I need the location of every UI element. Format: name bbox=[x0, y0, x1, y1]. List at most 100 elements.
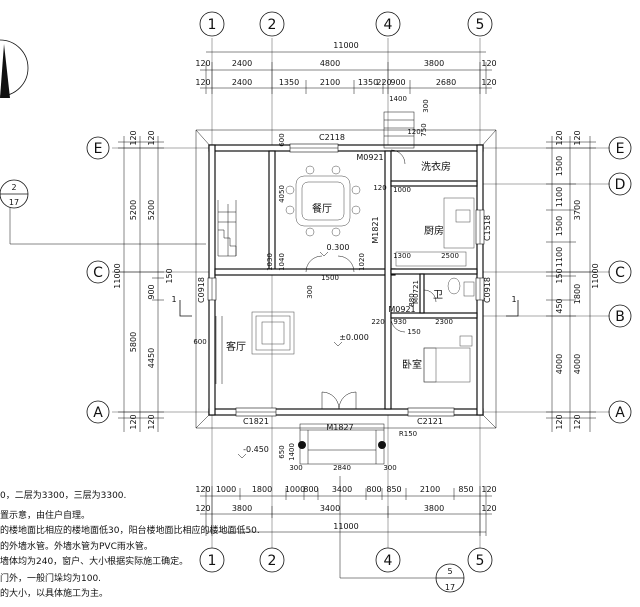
svg-text:1000: 1000 bbox=[285, 485, 305, 494]
svg-text:600: 600 bbox=[278, 133, 286, 146]
svg-text:2840: 2840 bbox=[333, 464, 351, 472]
svg-text:R150: R150 bbox=[399, 430, 417, 438]
room-bedroom: 卧室 bbox=[402, 358, 422, 371]
svg-text:M1821: M1821 bbox=[371, 216, 380, 243]
svg-text:800: 800 bbox=[366, 485, 381, 494]
svg-text:C2121: C2121 bbox=[417, 417, 443, 426]
svg-text:2100: 2100 bbox=[420, 485, 440, 494]
entrance-steps bbox=[298, 423, 386, 546]
dimensions-bottom: 120 1000 1800 1000 800 3400 800 850 2100… bbox=[195, 464, 497, 536]
svg-text:4450: 4450 bbox=[147, 348, 156, 368]
svg-text:C1518: C1518 bbox=[483, 215, 492, 241]
svg-text:5200: 5200 bbox=[129, 200, 138, 220]
doors bbox=[305, 149, 437, 410]
svg-text:1100: 1100 bbox=[555, 247, 564, 267]
svg-text:2300: 2300 bbox=[435, 318, 453, 326]
svg-text:600: 600 bbox=[193, 338, 206, 346]
svg-text:3800: 3800 bbox=[424, 59, 444, 68]
note-7: 的大小，以具体施工为主。 bbox=[0, 587, 108, 599]
svg-text:M1827: M1827 bbox=[326, 423, 353, 432]
svg-text:1500: 1500 bbox=[555, 216, 564, 236]
svg-text:120: 120 bbox=[195, 59, 210, 68]
axis-left-a: A bbox=[93, 405, 103, 421]
callout-a: 2 17 bbox=[0, 179, 206, 245]
svg-text:3800: 3800 bbox=[424, 504, 444, 513]
svg-text:120: 120 bbox=[481, 59, 496, 68]
north-arrow bbox=[0, 39, 29, 98]
note-5: 墙体均为240，窗户、大小根据实际施工确定。 bbox=[0, 555, 188, 567]
svg-text:120: 120 bbox=[195, 485, 210, 494]
exterior-stair bbox=[383, 111, 415, 149]
svg-text:120: 120 bbox=[195, 504, 210, 513]
room-living: 客厅 bbox=[226, 340, 246, 353]
svg-text:3400: 3400 bbox=[332, 485, 352, 494]
svg-text:1500: 1500 bbox=[321, 274, 339, 282]
note-1: 0，二层为3300，三层为3300. bbox=[0, 489, 126, 501]
bedroom-bed bbox=[423, 335, 473, 383]
axis-bottom-5: 5 bbox=[476, 553, 485, 569]
living-sofa bbox=[215, 311, 295, 384]
axis-bubbles-bottom: 1 2 4 5 bbox=[199, 547, 493, 573]
svg-text:300: 300 bbox=[289, 464, 302, 472]
svg-text:1300: 1300 bbox=[393, 252, 411, 260]
svg-text:450: 450 bbox=[555, 298, 564, 313]
svg-text:4800: 4800 bbox=[320, 59, 340, 68]
svg-text:120: 120 bbox=[555, 414, 564, 429]
svg-text:800: 800 bbox=[303, 485, 318, 494]
axis-bubbles-left: E C A bbox=[86, 136, 110, 424]
axis-top-1: 1 bbox=[208, 17, 217, 33]
interior-stair bbox=[217, 200, 237, 257]
svg-text:300: 300 bbox=[306, 285, 314, 298]
level-outside: -0.450 bbox=[243, 445, 269, 454]
svg-text:1100: 1100 bbox=[555, 187, 564, 207]
svg-text:120: 120 bbox=[147, 130, 156, 145]
svg-text:2100: 2100 bbox=[320, 78, 340, 87]
svg-text:120: 120 bbox=[373, 184, 386, 192]
svg-text:1350: 1350 bbox=[279, 78, 299, 87]
interior-dims: 600 1000 120 1300 2500 880 930 2300 220 … bbox=[193, 133, 459, 461]
kitchen-fixtures bbox=[395, 197, 475, 267]
axis-right-a: A bbox=[615, 405, 625, 421]
svg-text:11000: 11000 bbox=[333, 41, 358, 50]
callout-b: 5 17 bbox=[339, 546, 465, 593]
grid-lines bbox=[112, 38, 610, 548]
svg-text:1000: 1000 bbox=[393, 186, 411, 194]
svg-text:930: 930 bbox=[393, 318, 406, 326]
svg-text:2500: 2500 bbox=[441, 252, 459, 260]
svg-text:880: 880 bbox=[408, 293, 416, 306]
svg-text:850: 850 bbox=[458, 485, 473, 494]
notes: 0，二层为3300，三层为3300. 置示意，由住户自理。 的楼地面比相应的楼地… bbox=[0, 489, 260, 599]
dimensions-left: 11000 120 5200 5800 120 120 5200 150 900… bbox=[113, 130, 174, 432]
section-marks: 1 1 bbox=[171, 295, 519, 317]
svg-text:900: 900 bbox=[147, 284, 156, 299]
axis-bottom-2: 2 bbox=[268, 553, 277, 569]
axis-right-d: D bbox=[615, 177, 626, 193]
axis-right-e: E bbox=[616, 141, 625, 157]
svg-text:3700: 3700 bbox=[573, 200, 582, 220]
note-3: 的楼地面比相应的楼地面低30，阳台楼地面比相应的楼地面低50. bbox=[0, 524, 260, 536]
level-dining: 0.300 bbox=[327, 243, 350, 252]
svg-text:300: 300 bbox=[383, 464, 396, 472]
svg-text:11000: 11000 bbox=[591, 263, 600, 288]
svg-text:17: 17 bbox=[9, 198, 19, 207]
svg-text:2400: 2400 bbox=[232, 59, 252, 68]
svg-text:300: 300 bbox=[422, 99, 430, 112]
svg-text:650: 650 bbox=[278, 445, 286, 458]
svg-text:C2118: C2118 bbox=[319, 133, 345, 142]
svg-text:120: 120 bbox=[573, 130, 582, 145]
svg-text:120: 120 bbox=[147, 414, 156, 429]
svg-text:2400: 2400 bbox=[232, 78, 252, 87]
axis-bubbles-top: 1 2 4 5 bbox=[199, 11, 493, 37]
svg-text:900: 900 bbox=[390, 78, 405, 87]
svg-text:2: 2 bbox=[11, 183, 16, 192]
svg-text:1400: 1400 bbox=[288, 443, 296, 461]
svg-text:4000: 4000 bbox=[555, 354, 564, 374]
svg-text:3800: 3800 bbox=[232, 504, 252, 513]
svg-text:1500: 1500 bbox=[555, 156, 564, 176]
axis-right-c: C bbox=[615, 265, 625, 281]
svg-text:1800: 1800 bbox=[252, 485, 272, 494]
svg-text:120: 120 bbox=[129, 130, 138, 145]
svg-text:2680: 2680 bbox=[436, 78, 456, 87]
svg-text:1800: 1800 bbox=[573, 284, 582, 304]
